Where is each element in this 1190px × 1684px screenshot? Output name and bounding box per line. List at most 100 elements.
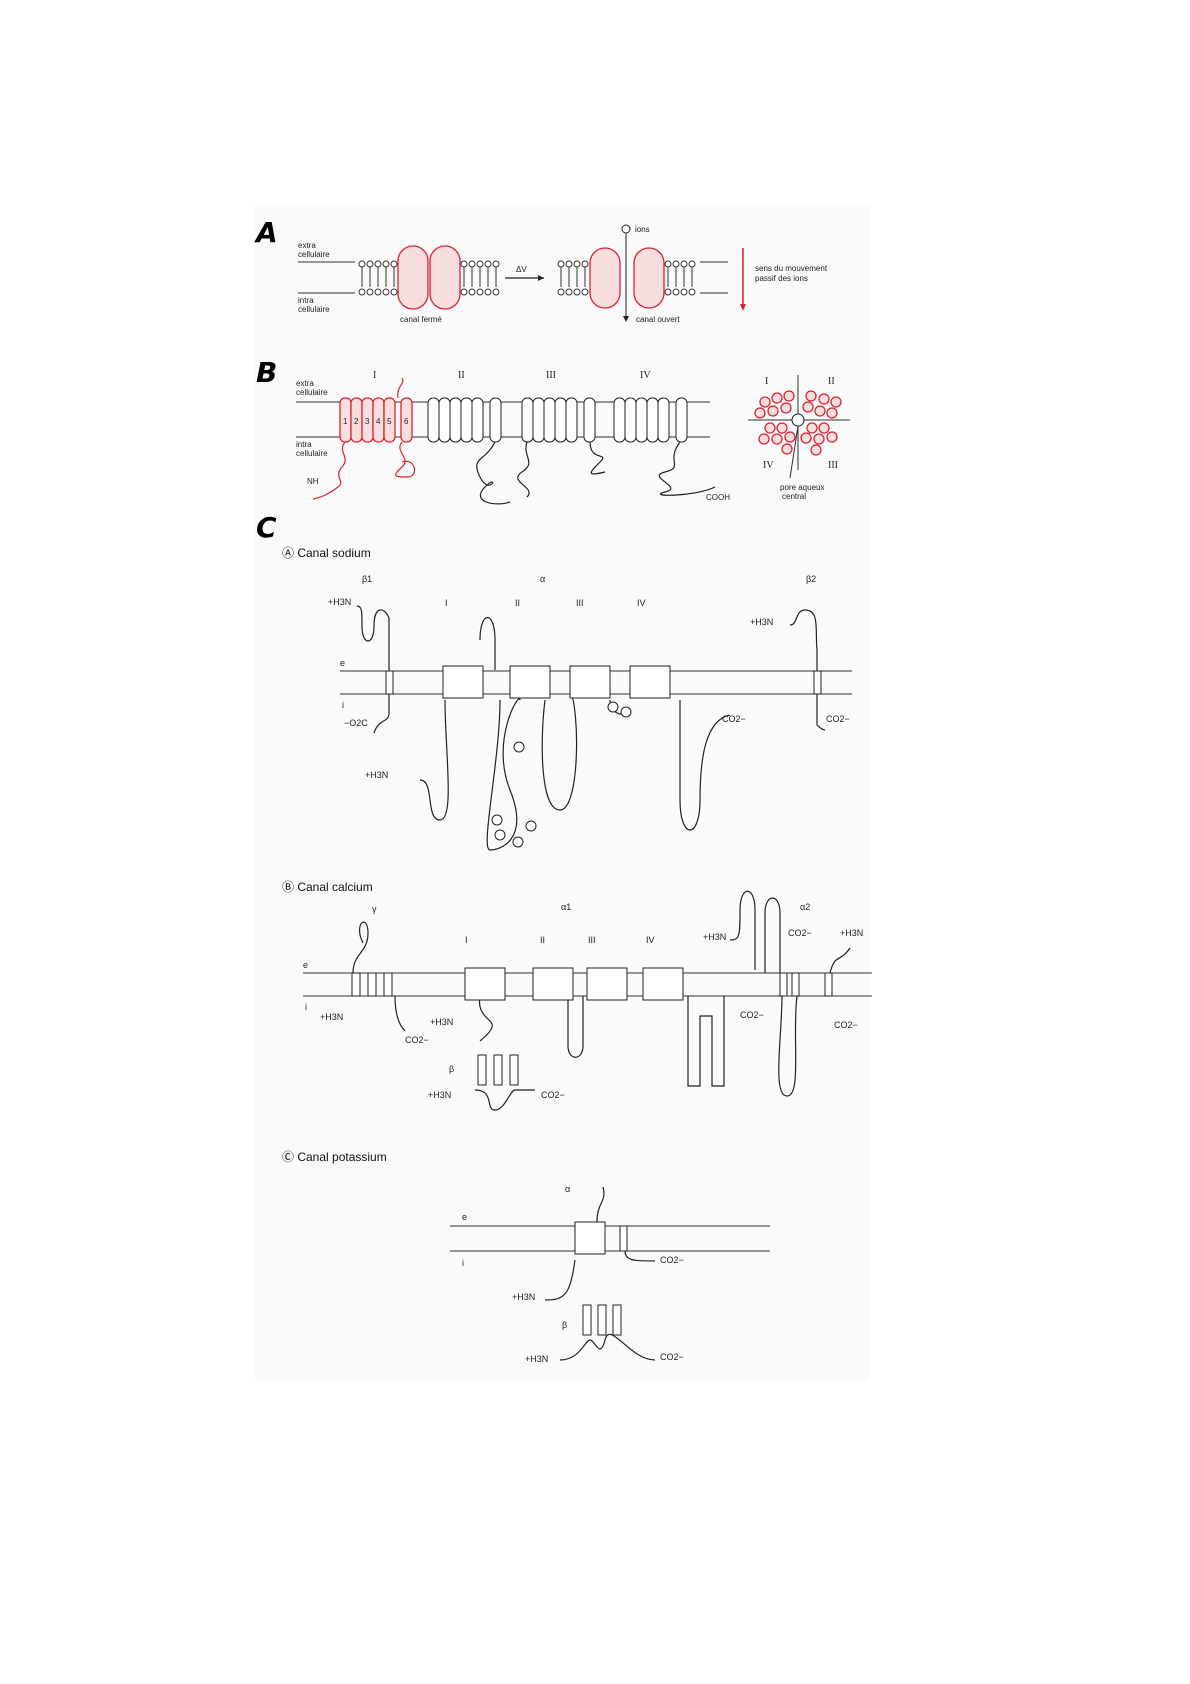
- beta1-label: β1: [362, 574, 372, 584]
- pore-label-2: central: [782, 492, 806, 501]
- panels-c-potassium-alpha: α: [565, 1184, 570, 1194]
- panel-c: C Ⓐ Canal sodium β1 α β2 I II III IV e i…: [256, 511, 872, 1364]
- panels-c-calcium-co2: CO2−: [740, 1010, 764, 1020]
- panel-a-letter: A: [254, 216, 278, 249]
- open-channel-subunit: [633, 247, 665, 309]
- panels-c-calcium-domains-3: IV: [646, 935, 655, 945]
- panels-c-sodium-domains-0: I: [445, 598, 448, 608]
- panels-b-segments-5: 6: [404, 417, 409, 426]
- sodium-title: Ⓐ Canal sodium: [282, 546, 371, 560]
- calcium-title: Ⓑ Canal calcium: [282, 880, 373, 894]
- panels-c-sodium-h3n: +H3N: [365, 770, 388, 780]
- direction-label-2: passif des ions: [755, 274, 808, 283]
- extra-label-2: cellulaire: [298, 250, 330, 259]
- pore-cross-section: I II III IV pore aqueux central: [748, 375, 850, 501]
- domain-label-iii: III: [546, 370, 556, 381]
- intra-label-1: intra: [298, 296, 314, 305]
- panels-c-calcium-e: e: [303, 960, 308, 970]
- alpha-label: α: [540, 574, 545, 584]
- panels-b-segments-1: 2: [354, 417, 359, 426]
- panels-b-segments-0: 1: [343, 417, 348, 426]
- quadrant-iii: III: [828, 460, 838, 471]
- panels-c-sodium-co2: CO2−: [722, 714, 746, 724]
- intra-label-2: cellulaire: [296, 449, 328, 458]
- potassium-helix-bundles: [574, 1221, 628, 1336]
- domain-label-iv: IV: [640, 370, 651, 381]
- panels-c-sodium-i: i: [342, 700, 344, 710]
- panels-c-calcium-co2: CO2−: [834, 1020, 858, 1030]
- panels-c-sodium-domains-2: III: [576, 598, 584, 608]
- potassium-title: Ⓒ Canal potassium: [282, 1150, 387, 1164]
- closed-channel-label: canal fermé: [400, 315, 442, 324]
- sodium-helix-bundles: [385, 665, 822, 699]
- panels-c-potassium-e: e: [462, 1212, 467, 1222]
- panels-c-calcium-beta: β: [449, 1064, 454, 1074]
- panels-c-potassium-co2: CO2−: [660, 1352, 684, 1362]
- panels-c-calcium-domains-0: I: [465, 935, 468, 945]
- sodium-channel: Ⓐ Canal sodium β1 α β2 I II III IV e i +…: [282, 546, 852, 851]
- domain-label-i: I: [373, 370, 376, 381]
- lipid-bilayer-left: [358, 260, 500, 296]
- panel-b: B extra cellulaire intra cellulaire I II…: [256, 356, 850, 505]
- panels-b-segments-4: 5: [387, 417, 392, 426]
- panels-c-calcium-domains-1: II: [540, 935, 545, 945]
- quadrant-i: I: [765, 376, 768, 387]
- open-channel-label: canal ouvert: [636, 315, 680, 324]
- calcium-helix-bundles: [351, 967, 833, 1086]
- panels-c-calcium-co2: CO2−: [405, 1035, 429, 1045]
- figure-background: [255, 205, 870, 1380]
- ion-icon: [621, 224, 631, 234]
- panels-c-potassium-h3n: +H3N: [512, 1292, 535, 1302]
- open-channel-subunit: [589, 247, 621, 309]
- panel-b-letter: B: [256, 356, 277, 389]
- panels-c-calcium-h3n: +H3N: [840, 928, 863, 938]
- panels-c-calcium-i: i: [305, 1002, 307, 1012]
- panels-b-segments-2: 3: [365, 417, 370, 426]
- delta-v-label: ΔV: [516, 265, 527, 274]
- panels-c-calcium-alpha1: α1: [561, 902, 571, 912]
- potassium-channel: Ⓒ Canal potassium α e i +H3N CO2− β +H3N…: [282, 1150, 770, 1364]
- cooh-label: COOH: [706, 493, 730, 502]
- panels-b-segments-3: 4: [376, 417, 381, 426]
- panels-c-potassium-i: i: [462, 1258, 464, 1268]
- panels-c-potassium-h3n: +H3N: [525, 1354, 548, 1364]
- closed-channel-subunit: [429, 245, 461, 310]
- panels-c-calcium-h3n: +H3N: [428, 1090, 451, 1100]
- phosphorylation-sites: [491, 701, 632, 848]
- pore-label-1: pore aqueux: [780, 483, 824, 492]
- panels-c-calcium-h3n: +H3N: [320, 1012, 343, 1022]
- intra-label-1: intra: [296, 440, 312, 449]
- nh-label: NH: [307, 477, 319, 486]
- beta2-label: β2: [806, 574, 816, 584]
- closed-channel-subunit: [397, 245, 429, 310]
- panels-c-sodium-domains-1: II: [515, 598, 520, 608]
- panels-c-sodium-h3n: +H3N: [750, 617, 773, 627]
- panel-c-letter: C: [256, 511, 277, 544]
- panels-c-calcium-h3n: +H3N: [703, 932, 726, 942]
- extra-label-1: extra: [296, 379, 314, 388]
- panel-a: A extra cellulaire intra cellulaire cana…: [254, 216, 828, 324]
- extra-label-2: cellulaire: [296, 388, 328, 397]
- panels-c-calcium-gamma: γ: [372, 904, 377, 914]
- panels-c-potassium-beta: β: [562, 1320, 567, 1330]
- panels-c-sodium-e: e: [340, 658, 345, 668]
- panels-c-sodium-h3n: +H3N: [328, 597, 351, 607]
- domain-label-ii: II: [458, 370, 465, 381]
- panels-c-sodium-o2c: −O2C: [344, 718, 368, 728]
- panels-c-potassium-co2: CO2−: [660, 1255, 684, 1265]
- panels-c-calcium-h3n: +H3N: [430, 1017, 453, 1027]
- quadrant-ii: II: [828, 376, 835, 387]
- panels-c-calcium-alpha2: α2: [800, 902, 810, 912]
- quadrant-iv: IV: [763, 460, 774, 471]
- extra-label-1: extra: [298, 241, 316, 250]
- calcium-channel: Ⓑ Canal calcium γ α1 α2 I II III IV e i …: [282, 880, 872, 1111]
- intra-label-2: cellulaire: [298, 305, 330, 314]
- panels-c-calcium-co2: CO2−: [788, 928, 812, 938]
- panels-c-sodium-co2: CO2−: [826, 714, 850, 724]
- direction-label-1: sens du mouvement: [755, 264, 828, 273]
- ions-label: ions: [635, 225, 650, 234]
- panels-c-calcium-co2: CO2−: [541, 1090, 565, 1100]
- panels-c-calcium-domains-2: III: [588, 935, 596, 945]
